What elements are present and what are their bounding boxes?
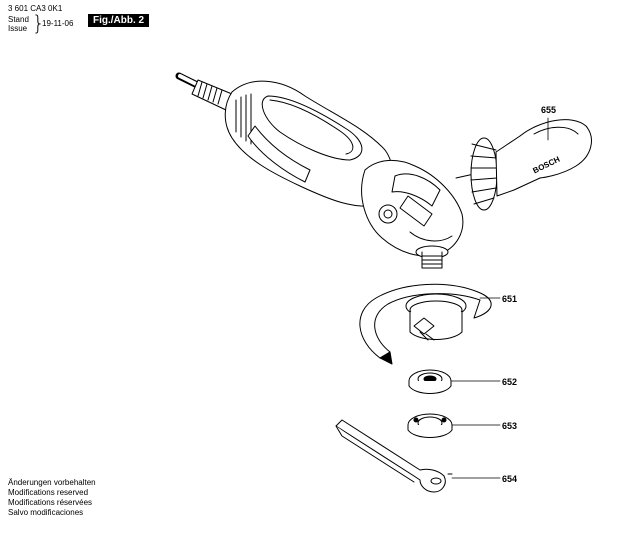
callout-651: 651 (502, 294, 518, 304)
issue-date: 19-11-06 (42, 19, 74, 28)
stand-label: Stand (8, 15, 29, 24)
callout-652: 652 (502, 377, 518, 387)
notice-line-es: Salvo modificaciones (8, 508, 84, 517)
flange (408, 369, 452, 394)
notice-line-fr: Modifications réservées (8, 498, 93, 507)
callout-655: 655 (541, 105, 557, 115)
part-number: 3 601 CA3 0K1 (8, 4, 63, 13)
leader-lines (450, 117, 549, 479)
modifications-notice: Änderungen vorbehalten Modifications res… (8, 478, 96, 518)
protective-guard (359, 283, 492, 365)
angle-grinder (175, 72, 464, 269)
notice-line-de: Änderungen vorbehalten (8, 478, 96, 487)
callout-654: 654 (502, 474, 518, 484)
two-pin-spanner (335, 419, 453, 493)
figure-label: Fig./Abb. 2 (88, 14, 150, 27)
notice-line-en: Modifications reserved (8, 488, 89, 497)
auxiliary-handle: BOSCH (455, 119, 592, 211)
issue-label: Issue (8, 24, 28, 33)
callout-653: 653 (502, 421, 518, 431)
brace-glyph: } (32, 11, 45, 35)
clamping-nut (407, 413, 453, 438)
